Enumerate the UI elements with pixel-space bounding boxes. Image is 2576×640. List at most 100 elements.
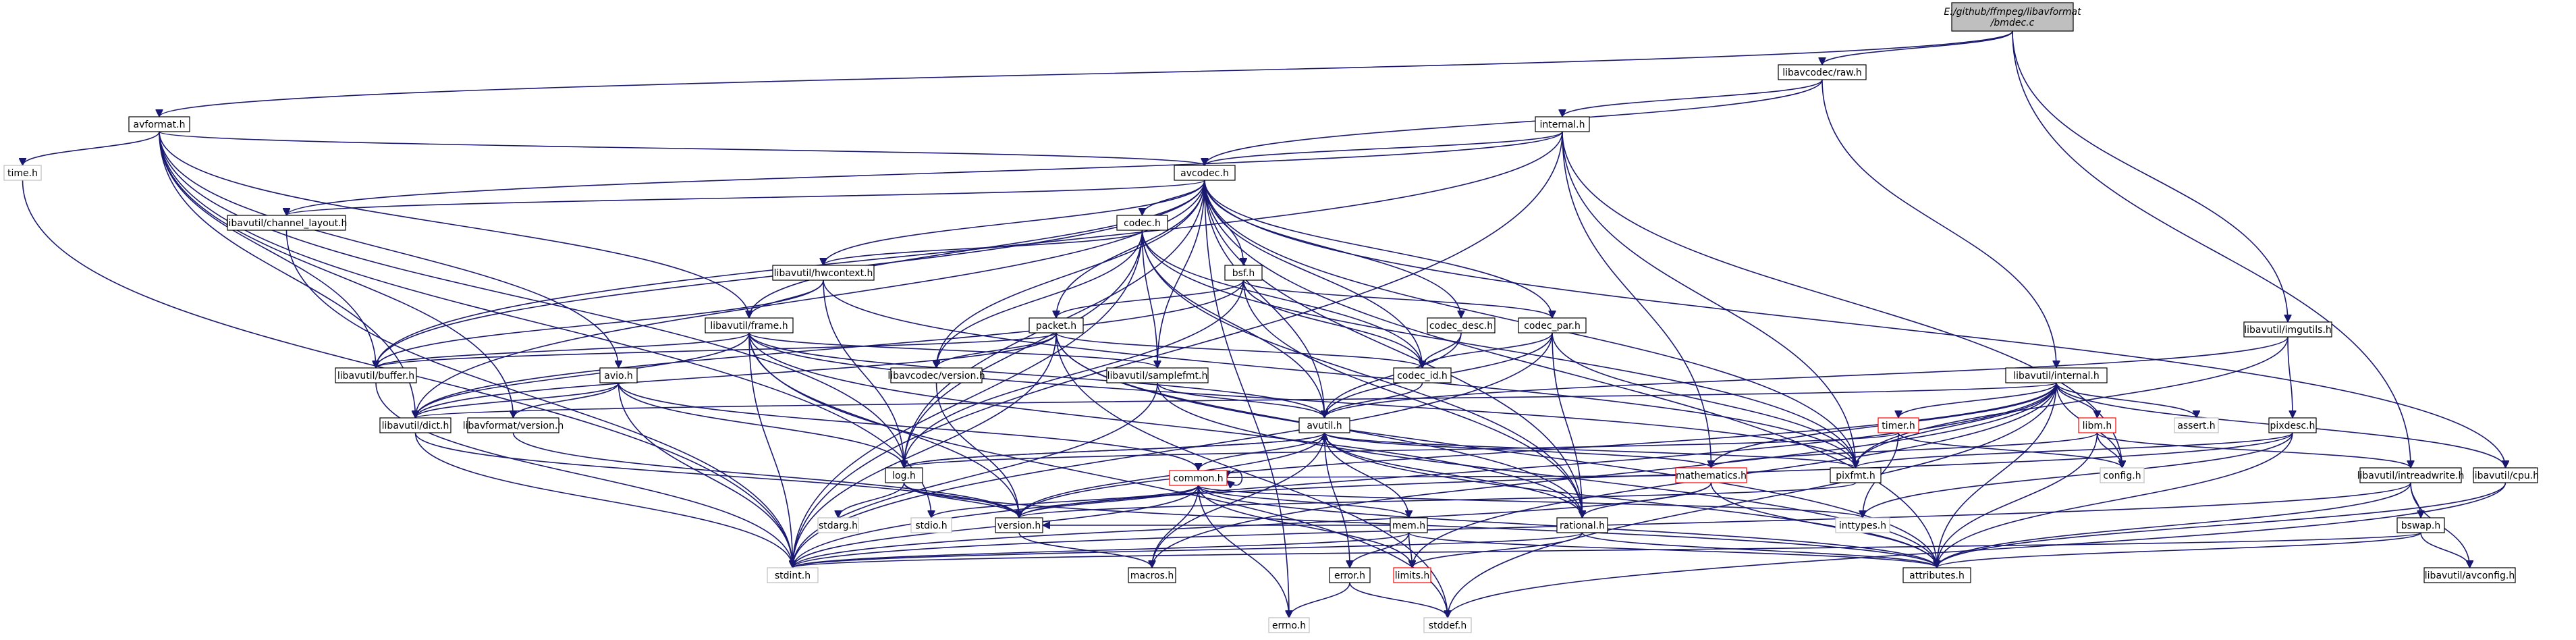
node-avio[interactable]: avio.h bbox=[599, 367, 638, 383]
edge-common-to-limits bbox=[1197, 485, 1413, 568]
edge-lu_internal-to-stdint bbox=[793, 382, 2057, 568]
node-codec_par[interactable]: codec_par.h bbox=[1518, 317, 1587, 334]
node-attributes[interactable]: attributes.h bbox=[1902, 567, 1971, 583]
edge-pixdesc-to-version bbox=[1019, 432, 2293, 518]
node-common[interactable]: common.h bbox=[1169, 470, 1228, 486]
node-avformat[interactable]: avformat.h bbox=[128, 116, 190, 132]
node-box bbox=[2100, 467, 2145, 483]
edge-pixdesc-to-inttypes bbox=[1863, 432, 2293, 518]
edge-error-to-errno bbox=[1289, 582, 1350, 618]
node-avconfig[interactable]: libavutil/avconfig.h bbox=[2423, 567, 2516, 583]
node-assert[interactable]: assert.h bbox=[2174, 417, 2219, 433]
node-mathematics[interactable]: mathematics.h bbox=[1675, 467, 1747, 483]
node-hwcontext[interactable]: libavutil/hwcontext.h bbox=[772, 265, 875, 281]
node-internal[interactable]: internal.h bbox=[1535, 116, 1590, 132]
edge-frame-to-buffer bbox=[376, 332, 750, 369]
edge-avformat-to-buffer bbox=[159, 131, 376, 368]
edge-internal-to-pixfmt bbox=[1562, 131, 1856, 468]
node-label: log.h bbox=[892, 471, 916, 481]
node-config[interactable]: config.h bbox=[2100, 467, 2145, 483]
node-stdio[interactable]: stdio.h bbox=[910, 517, 952, 533]
node-version[interactable]: version.h bbox=[995, 517, 1043, 533]
node-libm[interactable]: libm.h bbox=[2078, 417, 2116, 433]
edge-lu_internal-to-timer bbox=[1898, 382, 2057, 419]
edge-avcodec-to-codec_desc bbox=[1204, 180, 1461, 318]
node-avcodec[interactable]: avcodec.h bbox=[1174, 165, 1236, 181]
edge-codec_id-to-avutil bbox=[1325, 382, 1423, 419]
node-root[interactable]: E:/github/ffmpeg/libavformat/bmdec.c bbox=[1944, 2, 2081, 32]
edge-samplefmt-to-stdint bbox=[793, 382, 1158, 568]
node-box bbox=[767, 567, 819, 583]
node-box bbox=[1951, 2, 2074, 32]
node-box bbox=[1106, 367, 1209, 383]
node-samplefmt[interactable]: libavutil/samplefmt.h bbox=[1106, 367, 1209, 383]
node-error[interactable]: error.h bbox=[1329, 567, 1371, 583]
node-box bbox=[467, 417, 559, 433]
node-label: libavcodec/raw.h bbox=[1782, 68, 1862, 78]
node-frame[interactable]: libavutil/frame.h bbox=[705, 317, 794, 334]
edge-rational-to-limits bbox=[1413, 532, 1583, 568]
edge-log-to-stdarg bbox=[838, 482, 905, 518]
edge-lu_internal-to-attributes bbox=[1937, 382, 2057, 568]
node-label: libavutil/intreadwrite.h bbox=[2357, 471, 2465, 481]
edge-avcodec-to-attributes bbox=[1204, 180, 1937, 568]
edge-hwcontext-to-pixfmt bbox=[823, 279, 1856, 468]
node-lu_internal[interactable]: libavutil/internal.h bbox=[2005, 367, 2108, 383]
node-limits[interactable]: limits.h bbox=[1393, 567, 1431, 583]
node-macros[interactable]: macros.h bbox=[1128, 567, 1176, 583]
node-label: libavutil/channel_layout.h bbox=[226, 218, 348, 229]
node-box bbox=[1427, 317, 1496, 334]
edge-common-to-errno bbox=[1197, 485, 1290, 618]
edge-avformat-to-dict bbox=[159, 131, 416, 418]
node-intreadwrite[interactable]: libavutil/intreadwrite.h bbox=[2357, 467, 2465, 483]
node-box bbox=[1518, 317, 1587, 334]
node-label: libavutil/buffer.h bbox=[337, 371, 414, 381]
node-label: codec_id.h bbox=[1397, 371, 1448, 381]
dependency-edges bbox=[23, 30, 2506, 618]
node-box bbox=[1423, 617, 1472, 633]
node-codec_desc[interactable]: codec_desc.h bbox=[1427, 317, 1496, 334]
node-rational[interactable]: rational.h bbox=[1556, 517, 1608, 533]
node-box bbox=[3, 165, 42, 181]
node-stdint[interactable]: stdint.h bbox=[767, 567, 819, 583]
node-label: attributes.h bbox=[1909, 570, 1965, 581]
node-errno[interactable]: errno.h bbox=[1268, 617, 1310, 633]
node-codec[interactable]: codec.h bbox=[1116, 215, 1168, 231]
edge-frame-to-rational bbox=[748, 332, 1583, 518]
node-cpu[interactable]: libavutil/cpu.h bbox=[2472, 467, 2539, 483]
node-codec_id[interactable]: codec_id.h bbox=[1393, 367, 1452, 383]
node-pixfmt[interactable]: pixfmt.h bbox=[1830, 467, 1882, 483]
node-libavcodec_raw[interactable]: libavcodec/raw.h bbox=[1778, 64, 1867, 80]
node-imgutils[interactable]: libavutil/imgutils.h bbox=[2243, 321, 2332, 338]
edge-root-to-intreadwrite bbox=[2012, 30, 2411, 468]
edge-mathematics-to-common bbox=[1227, 475, 1676, 478]
edge-packet-to-dict bbox=[416, 332, 1057, 419]
node-bsf[interactable]: bsf.h bbox=[1224, 265, 1263, 281]
node-inttypes[interactable]: inttypes.h bbox=[1835, 517, 1890, 533]
edge-packet-to-buffer bbox=[376, 332, 1057, 369]
node-time[interactable]: time.h bbox=[3, 165, 42, 181]
node-bswap[interactable]: bswap.h bbox=[2396, 517, 2445, 533]
edge-mathematics-to-rational bbox=[1583, 482, 1712, 518]
edge-imgutils-to-pixdesc bbox=[2287, 336, 2293, 418]
node-log[interactable]: log.h bbox=[885, 467, 923, 483]
node-lf_version[interactable]: libavformat/version.h bbox=[463, 417, 564, 433]
node-label: error.h bbox=[1334, 570, 1365, 581]
node-channel_layout[interactable]: libavutil/channel_layout.h bbox=[226, 215, 348, 231]
node-timer[interactable]: timer.h bbox=[1878, 417, 1919, 433]
node-buffer[interactable]: libavutil/buffer.h bbox=[335, 367, 417, 383]
node-box bbox=[1329, 567, 1371, 583]
node-avutil[interactable]: avutil.h bbox=[1298, 417, 1350, 433]
node-stdarg[interactable]: stdarg.h bbox=[817, 517, 859, 533]
node-lc_version[interactable]: libavcodec/version.h bbox=[887, 367, 985, 383]
edge-avcodec-to-avutil bbox=[1204, 180, 1325, 418]
edge-cpu-to-attributes bbox=[1937, 482, 2506, 568]
edge-libm-to-mathematics bbox=[1711, 432, 2098, 469]
node-pixdesc[interactable]: pixdesc.h bbox=[2268, 417, 2317, 433]
node-box bbox=[1902, 567, 1971, 583]
node-dict[interactable]: libavutil/dict.h bbox=[379, 417, 451, 433]
node-mem[interactable]: mem.h bbox=[1390, 517, 1428, 533]
edge-internal-to-avcodec bbox=[1205, 131, 1563, 166]
node-stddef[interactable]: stddef.h bbox=[1423, 617, 1472, 633]
node-packet[interactable]: packet.h bbox=[1029, 317, 1084, 334]
